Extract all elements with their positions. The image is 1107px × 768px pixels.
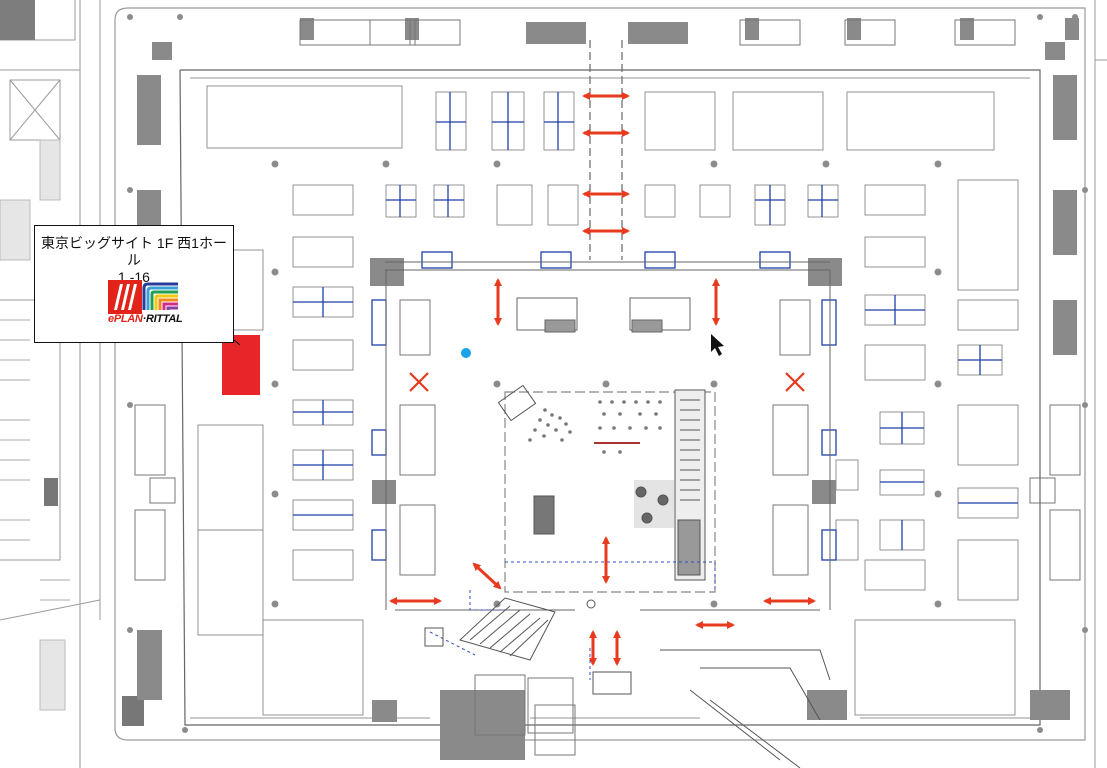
building-block: [0, 0, 35, 40]
logo-wordmark: ePLAN·RITTAL: [108, 313, 183, 325]
parking-lines: [0, 319, 70, 601]
closed-crosses: [409, 372, 805, 392]
hall-outline: [114, 7, 1086, 741]
eplan-rittal-logo: ePLAN·RITTAL: [108, 280, 183, 330]
inner-hall-rooms: [516, 297, 691, 333]
arrow-diagonal: [472, 562, 502, 590]
wall-blocks: [137, 18, 1079, 760]
route-lines: [429, 561, 716, 680]
logo-mark-icon: [108, 280, 178, 314]
lounge-furniture: [497, 384, 706, 581]
blue-booth-lines: [293, 92, 1018, 561]
columns: [127, 14, 1088, 733]
entrance-stairs: [424, 597, 831, 768]
inner-hall: [385, 261, 831, 611]
callout-leader: [233, 339, 241, 346]
you-are-here-dot: [461, 348, 471, 358]
logo-brand-rittal: RITTAL: [145, 313, 183, 325]
booth-1-16-highlight[interactable]: [222, 335, 260, 395]
hatched-areas: [0, 139, 66, 711]
hall-title: 東京ビッグサイト 1F 西1ホール: [41, 235, 227, 268]
pointer-cursor-icon: [711, 334, 724, 356]
booth-callout: 東京ビッグサイト 1F 西1ホール 1 -16 ePLAN·RITTAL: [34, 225, 234, 343]
lounge-area: [504, 391, 716, 593]
direction-arrows: [389, 92, 816, 666]
utility-block: [122, 696, 144, 726]
utility-block: [44, 478, 58, 506]
service-rooms: [134, 19, 1081, 756]
booth-grid: [197, 85, 1019, 716]
lounge-chairs: [528, 400, 662, 454]
logo-brand-eplan: ePLAN: [108, 313, 143, 325]
center-aisle: [589, 40, 623, 260]
